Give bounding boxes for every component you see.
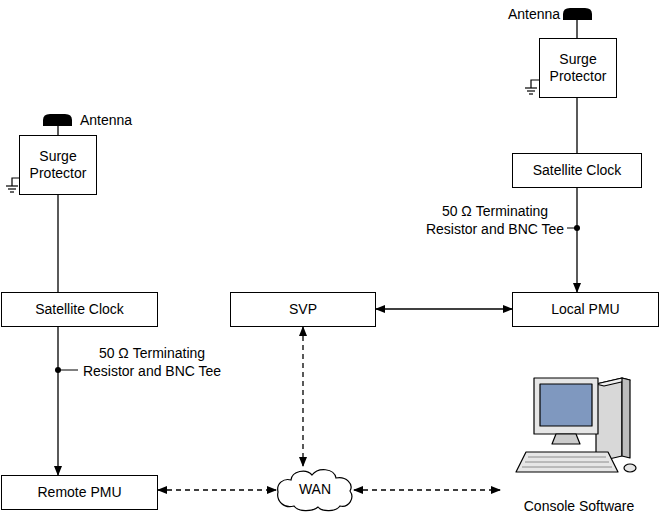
- node-text: Local PMU: [551, 301, 619, 318]
- antenna-wire: [576, 20, 577, 38]
- computer-icon: [500, 372, 658, 516]
- node-text: WAN: [299, 481, 331, 498]
- connector: [576, 98, 577, 153]
- callout-label: 50 Ω Terminating Resistor and BNC Tee: [82, 345, 222, 380]
- ground-symbol: [6, 178, 20, 192]
- satellite-clock-box: Satellite Clock: [512, 153, 642, 188]
- antenna-wire: [57, 126, 58, 135]
- antenna-icon: [43, 114, 72, 126]
- connector: [57, 327, 58, 475]
- satellite-clock-box: Satellite Clock: [1, 292, 158, 327]
- connector: [302, 327, 303, 466]
- surge-protector-box: Surge Protector: [19, 135, 97, 195]
- callout-label: 50 Ω Terminating Resistor and BNC Tee: [425, 203, 565, 238]
- leader-line: [58, 370, 78, 371]
- node-text: Satellite Clock: [35, 301, 124, 318]
- node-text: Satellite Clock: [533, 162, 622, 179]
- node-text: Remote PMU: [37, 484, 121, 501]
- surge-protector-box: Surge Protector: [539, 38, 617, 98]
- connector: [354, 489, 500, 490]
- console-computer: Console Software: [500, 372, 658, 516]
- node-text: Surge Protector: [24, 148, 92, 182]
- svp-box: SVP: [230, 292, 376, 327]
- node-text: Surge Protector: [544, 51, 612, 85]
- connector: [576, 188, 577, 292]
- leader-line: [567, 228, 577, 229]
- connector: [158, 489, 276, 490]
- antenna-label: Antenna: [80, 112, 140, 130]
- pmu-box: Remote PMU: [1, 475, 158, 510]
- node-text: SVP: [289, 301, 317, 318]
- antenna-label: Antenna: [508, 6, 568, 24]
- connector: [376, 308, 512, 309]
- antenna-icon: [563, 8, 592, 20]
- pmu-box: Local PMU: [512, 292, 659, 327]
- ground-symbol: [525, 80, 540, 94]
- connector: [57, 195, 58, 292]
- node-text: Console Software: [524, 498, 635, 515]
- wan-cloud: WAN: [276, 466, 354, 512]
